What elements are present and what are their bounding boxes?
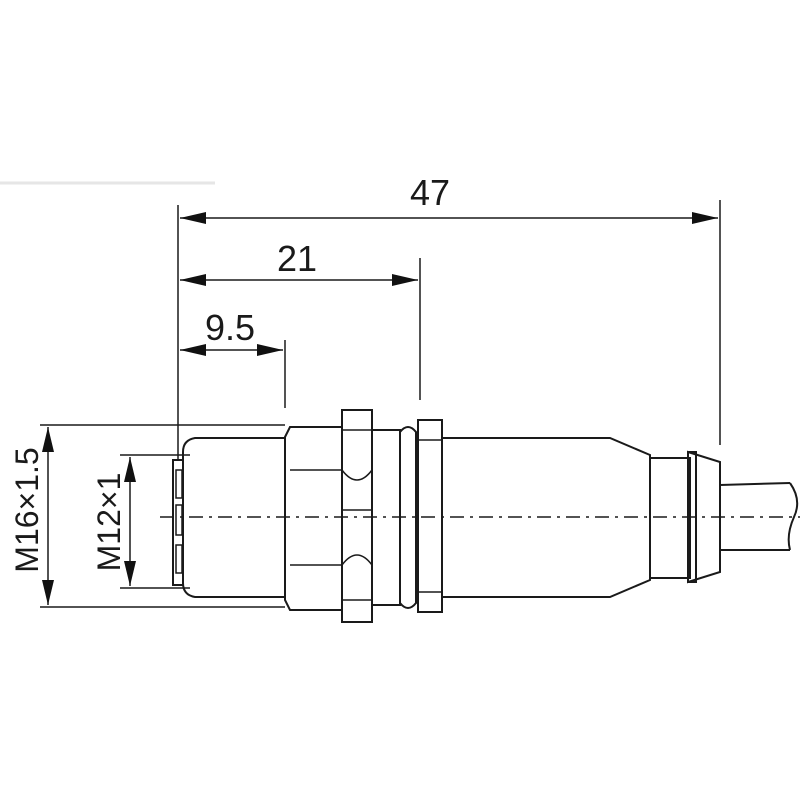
dimension-front-length: 9.5 — [180, 307, 286, 408]
nut-chamfer — [341, 554, 373, 566]
nut-chamfer — [341, 469, 373, 481]
arrowhead-bottom — [42, 580, 54, 605]
dimension-label-21: 21 — [277, 238, 317, 279]
cable-top-edge — [719, 482, 791, 486]
thread-label-m12: M12×1 — [91, 473, 127, 572]
arrowhead-top — [124, 457, 136, 482]
arrowhead-bottom — [124, 561, 136, 586]
arrowhead-right — [692, 212, 718, 224]
o-ring — [399, 426, 417, 609]
dimension-thread-to-flange: 21 — [180, 238, 421, 400]
arrowhead-top — [42, 427, 54, 452]
main-body — [441, 437, 651, 598]
contact-pin — [175, 544, 183, 574]
dimension-overall-length: 47 — [177, 172, 721, 460]
hex-body — [284, 426, 343, 611]
arrowhead-right — [392, 274, 418, 286]
dimension-inner-thread: M12×1 — [91, 454, 190, 589]
dimension-outer-thread: M16×1.5 — [9, 424, 285, 608]
dimension-label-9-5: 9.5 — [205, 307, 255, 348]
hex-nut — [341, 409, 373, 623]
connector-body — [172, 409, 799, 623]
thread-label-m16: M16×1.5 — [9, 447, 45, 572]
arrowhead-left — [180, 274, 206, 286]
arrowhead-left — [180, 344, 206, 356]
rear-collar — [649, 457, 691, 579]
arrowhead-right — [257, 344, 283, 356]
contact-pin — [175, 469, 183, 499]
cable-break — [787, 482, 799, 551]
flange — [417, 419, 443, 613]
dimension-label-47: 47 — [410, 172, 450, 213]
contact-pin — [175, 504, 183, 536]
arrowhead-left — [180, 212, 206, 224]
